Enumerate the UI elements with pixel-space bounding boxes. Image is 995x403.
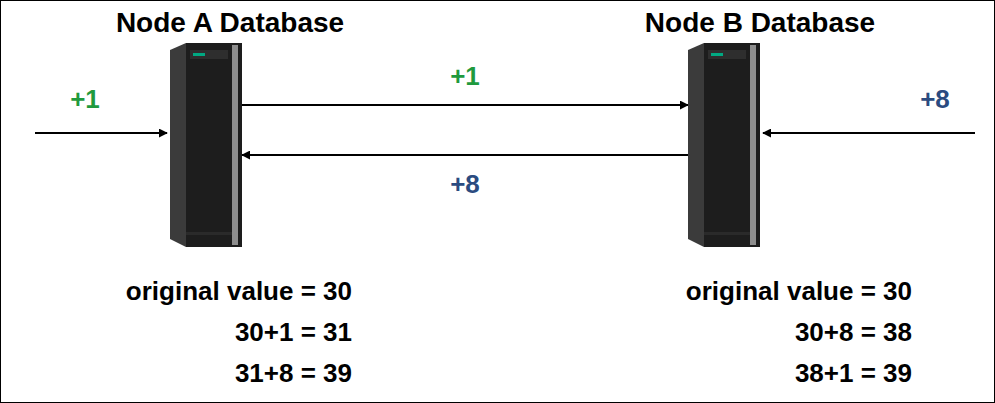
replication-arrow [242,104,688,106]
incoming-arrow [35,132,167,134]
increment-label: +1 [70,84,100,115]
value-line: 30+8 = 38 [795,317,912,348]
server-illustration [170,42,242,247]
value-line: original value = 30 [686,276,912,307]
node-heading: Node A Database [116,6,344,40]
server-bezel [750,45,756,245]
server-front [186,43,242,247]
replication-arrow [242,154,688,156]
server-front [704,43,760,247]
value-line: 38+1 = 39 [795,358,912,389]
value-line: original value = 30 [126,276,352,307]
value-line: 31+8 = 39 [235,358,352,389]
server-logo [711,53,723,56]
value-line: 30+1 = 31 [235,317,352,348]
server-top-panel [708,50,746,59]
server-base [704,232,750,235]
node-heading: Node B Database [645,6,875,40]
database-server: Node A Database [170,42,242,247]
server-illustration [688,42,760,247]
increment-label: +8 [920,84,950,115]
database-server: Node B Database [688,42,760,247]
edge-label: +1 [447,61,483,92]
server-side [170,43,186,247]
incoming-arrow [763,132,975,134]
server-top-panel [190,50,228,59]
server-logo [193,53,205,56]
server-base [186,232,232,235]
server-bezel [232,45,238,245]
server-side [688,43,704,247]
edge-label: +8 [447,169,483,200]
